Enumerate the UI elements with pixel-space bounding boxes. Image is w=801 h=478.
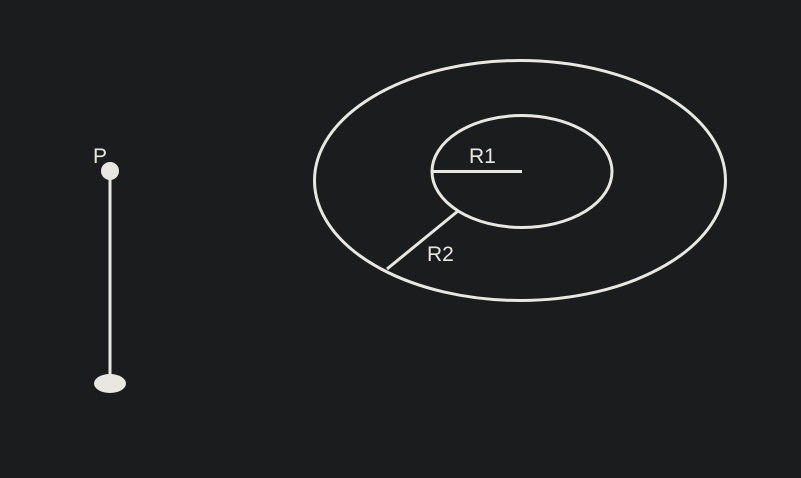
concentric-rings: R1 R2 <box>313 59 727 302</box>
point-p-label: P <box>93 145 107 168</box>
radius-r1-label: R1 <box>469 145 496 168</box>
pole-figure: P <box>93 145 126 393</box>
radius-r2-label: R2 <box>427 243 454 266</box>
radius-r2-line <box>386 209 459 271</box>
point-p-marker <box>101 162 119 180</box>
outer-ring <box>313 59 727 302</box>
pole-base <box>94 374 126 393</box>
